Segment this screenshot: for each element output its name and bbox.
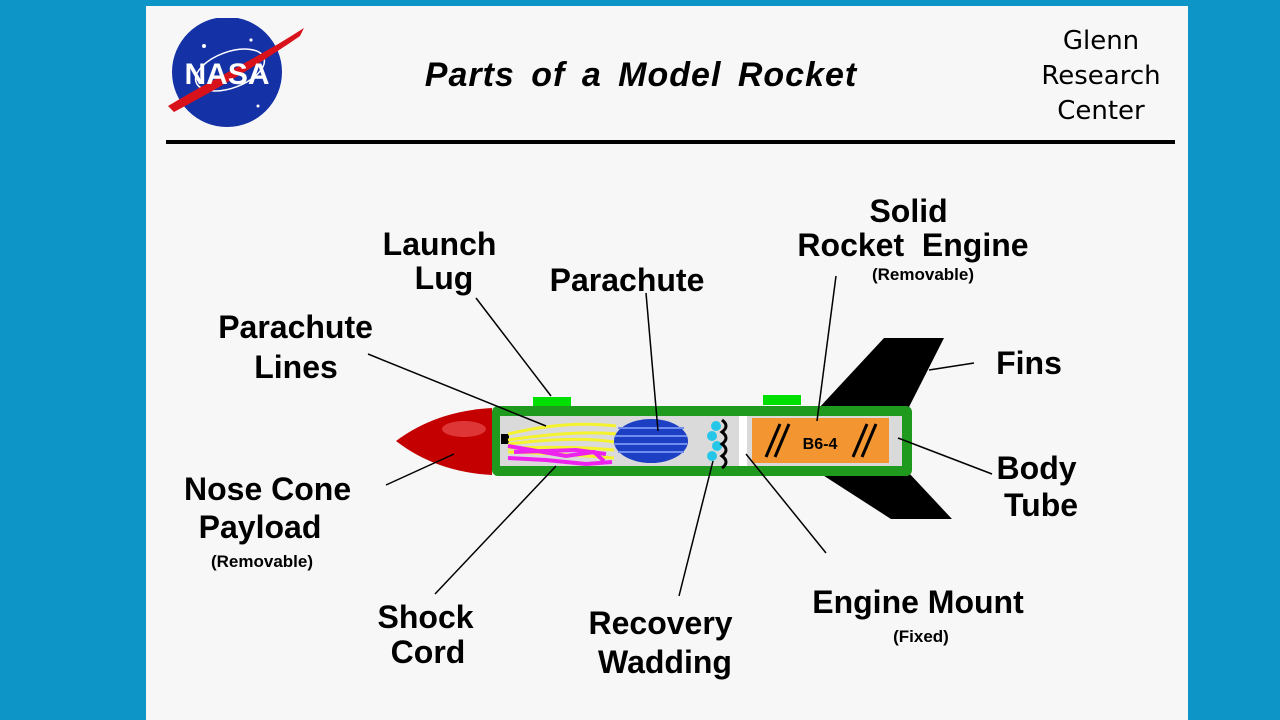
label-solid-rocket-engine: Solid Rocket Engine xyxy=(797,193,1028,263)
center-name-line: Center xyxy=(1057,96,1145,126)
label-nose-cone-payload: Nose Cone Payload xyxy=(184,471,360,545)
recovery-wadding xyxy=(707,418,728,470)
title-divider xyxy=(166,140,1175,144)
lower-fin xyxy=(818,472,952,519)
rocket-engine: B6-4 xyxy=(752,418,889,463)
shock-cord xyxy=(507,444,613,467)
svg-text:NASA: NASA xyxy=(184,58,269,91)
slide: NASA Parts of a Model Rocket Glenn Resea… xyxy=(146,6,1188,720)
center-name-line: Glenn xyxy=(1062,26,1140,56)
label-parachute: Parachute xyxy=(550,262,705,298)
label-body-tube: Body Tube xyxy=(997,450,1086,523)
shock-cord-anchor xyxy=(501,434,509,444)
center-name-line: Research xyxy=(1041,61,1161,91)
engine-mount xyxy=(739,416,747,466)
parachute xyxy=(614,419,688,463)
engine-code: B6-4 xyxy=(803,436,838,453)
label-recovery-wadding: Recovery Wadding xyxy=(589,605,742,680)
label-launch-lug: Launch Lug xyxy=(383,226,506,296)
label-fins: Fins xyxy=(996,345,1062,381)
center-name: Glenn Research Center xyxy=(1026,24,1176,129)
label-nose-cone-payload-note: (Removable) xyxy=(211,552,313,571)
upper-fin xyxy=(818,338,944,409)
label-shock-cord: Shock Cord xyxy=(378,599,483,670)
launch-lug xyxy=(533,397,571,406)
leader-lines xyxy=(367,275,993,597)
label-engine-mount-note: (Fixed) xyxy=(893,627,949,646)
label-solid-rocket-engine-note: (Removable) xyxy=(872,265,974,284)
page-title: Parts of a Model Rocket xyxy=(424,56,858,94)
nasa-logo-icon: NASA xyxy=(168,18,304,127)
label-parachute-lines: Parachute Lines xyxy=(218,309,382,385)
label-engine-mount: Engine Mount xyxy=(812,584,1024,620)
nose-cone xyxy=(396,408,492,475)
rocket-diagram: B6-4 Launch Lug Parachute Solid Rocket E… xyxy=(184,193,1086,680)
launch-lug xyxy=(763,395,801,405)
